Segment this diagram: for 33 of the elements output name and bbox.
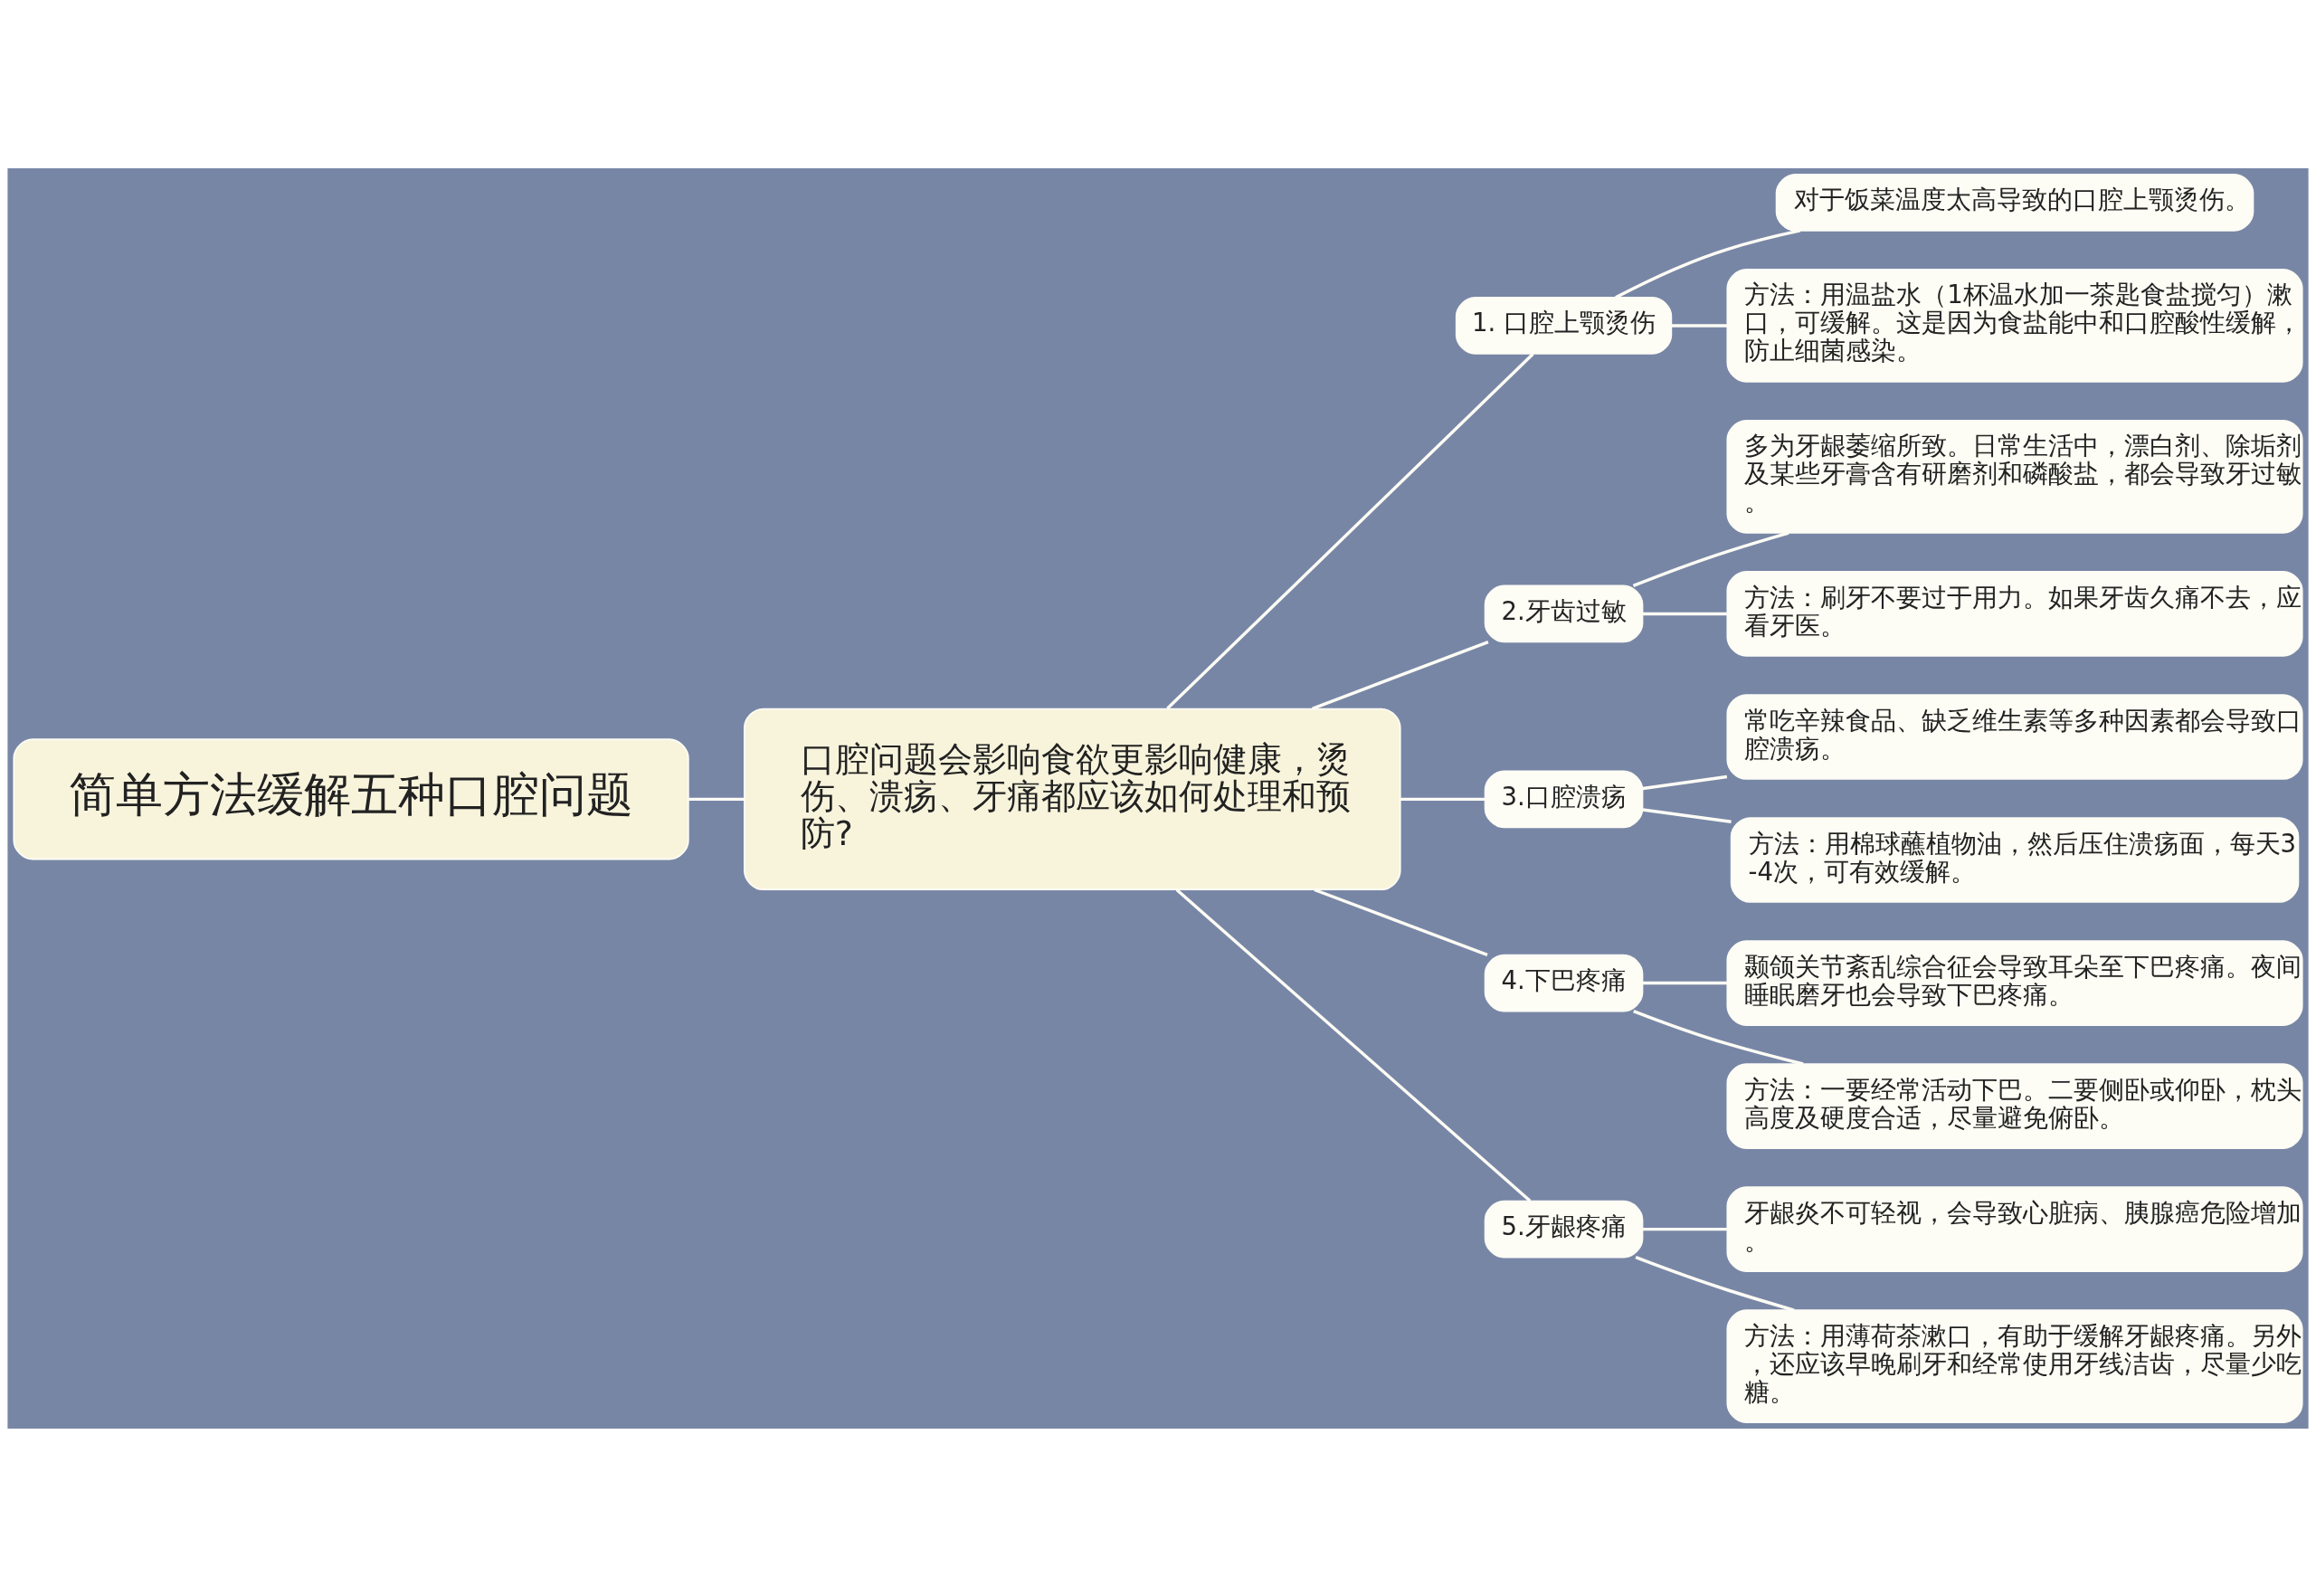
node-box: 方法：一要经常活动下巴。二要侧卧或仰卧，枕头高度及硬度合适，尽量避免俯卧。 [1726,1062,2303,1149]
connector [1635,1255,1795,1312]
connector [1642,612,1727,615]
connector [1166,352,1534,709]
connector [688,797,745,801]
connector [1632,530,1789,587]
node-box: 1. 口腔上颚烫伤 [1455,296,1673,355]
connector [1642,774,1728,790]
node-box: 常吃辛辣食品、缺乏维生素等多种因素都会导致口腔溃疡。 [1726,693,2303,780]
node-box: 3.口腔溃疡 [1484,770,1644,828]
connector [1642,1227,1727,1230]
node-box: 方法：用温盐水（1杯温水加一茶匙食盐搅匀）漱口，可缓解。这是因为食盐能中和口腔酸性缓解，防止细菌感染。 [1726,268,2303,383]
node-box: 简单方法缓解五种口腔问题 [13,737,689,860]
node-box: 2.牙齿过敏 [1484,584,1644,642]
node-box: 方法：用棉球蘸植物油，然后压住溃疡面，每天3-4次，可有效缓解。 [1730,816,2300,903]
node-box: 方法：用薄荷茶漱口，有助于缓解牙龈疼痛。另外，还应该早晚刷牙和经常使用牙线洁齿，尽量少吃糖。 [1726,1308,2303,1423]
connector [1642,981,1727,984]
connector [1400,797,1485,801]
node-box: 4.下巴疼痛 [1484,954,1644,1012]
node-box: 牙龈炎不可轻视，会导致心脏病、胰腺癌危险增加。 [1726,1185,2303,1272]
node-box: 颞颌关节紊乱综合征会导致耳朵至下巴疼痛。夜间睡眠磨牙也会导致下巴疼痛。 [1726,939,2303,1026]
connector [1633,1009,1804,1066]
node-box: 5.牙龈疼痛 [1484,1200,1644,1258]
connector [1671,323,1728,328]
node-box: 对于饭菜温度太高导致的口腔上颚烫伤。 [1775,173,2254,232]
node-box: 口腔问题会影响食欲更影响健康，烫伤、溃疡、牙痛都应该如何处理和预防? [744,708,1401,890]
connector [1642,807,1732,823]
node-box: 多为牙龈萎缩所致。日常生活中，漂白剂、除垢剂及某些牙膏含有研磨剂和磷酸盐，都会导致牙过敏。 [1726,419,2303,534]
connector [1175,888,1532,1202]
connector [1615,228,1801,299]
node-box: 方法：刷牙不要过于用力。如果牙齿久痛不去，应看牙医。 [1726,570,2303,657]
connector [1314,888,1488,956]
connector [1312,640,1489,710]
